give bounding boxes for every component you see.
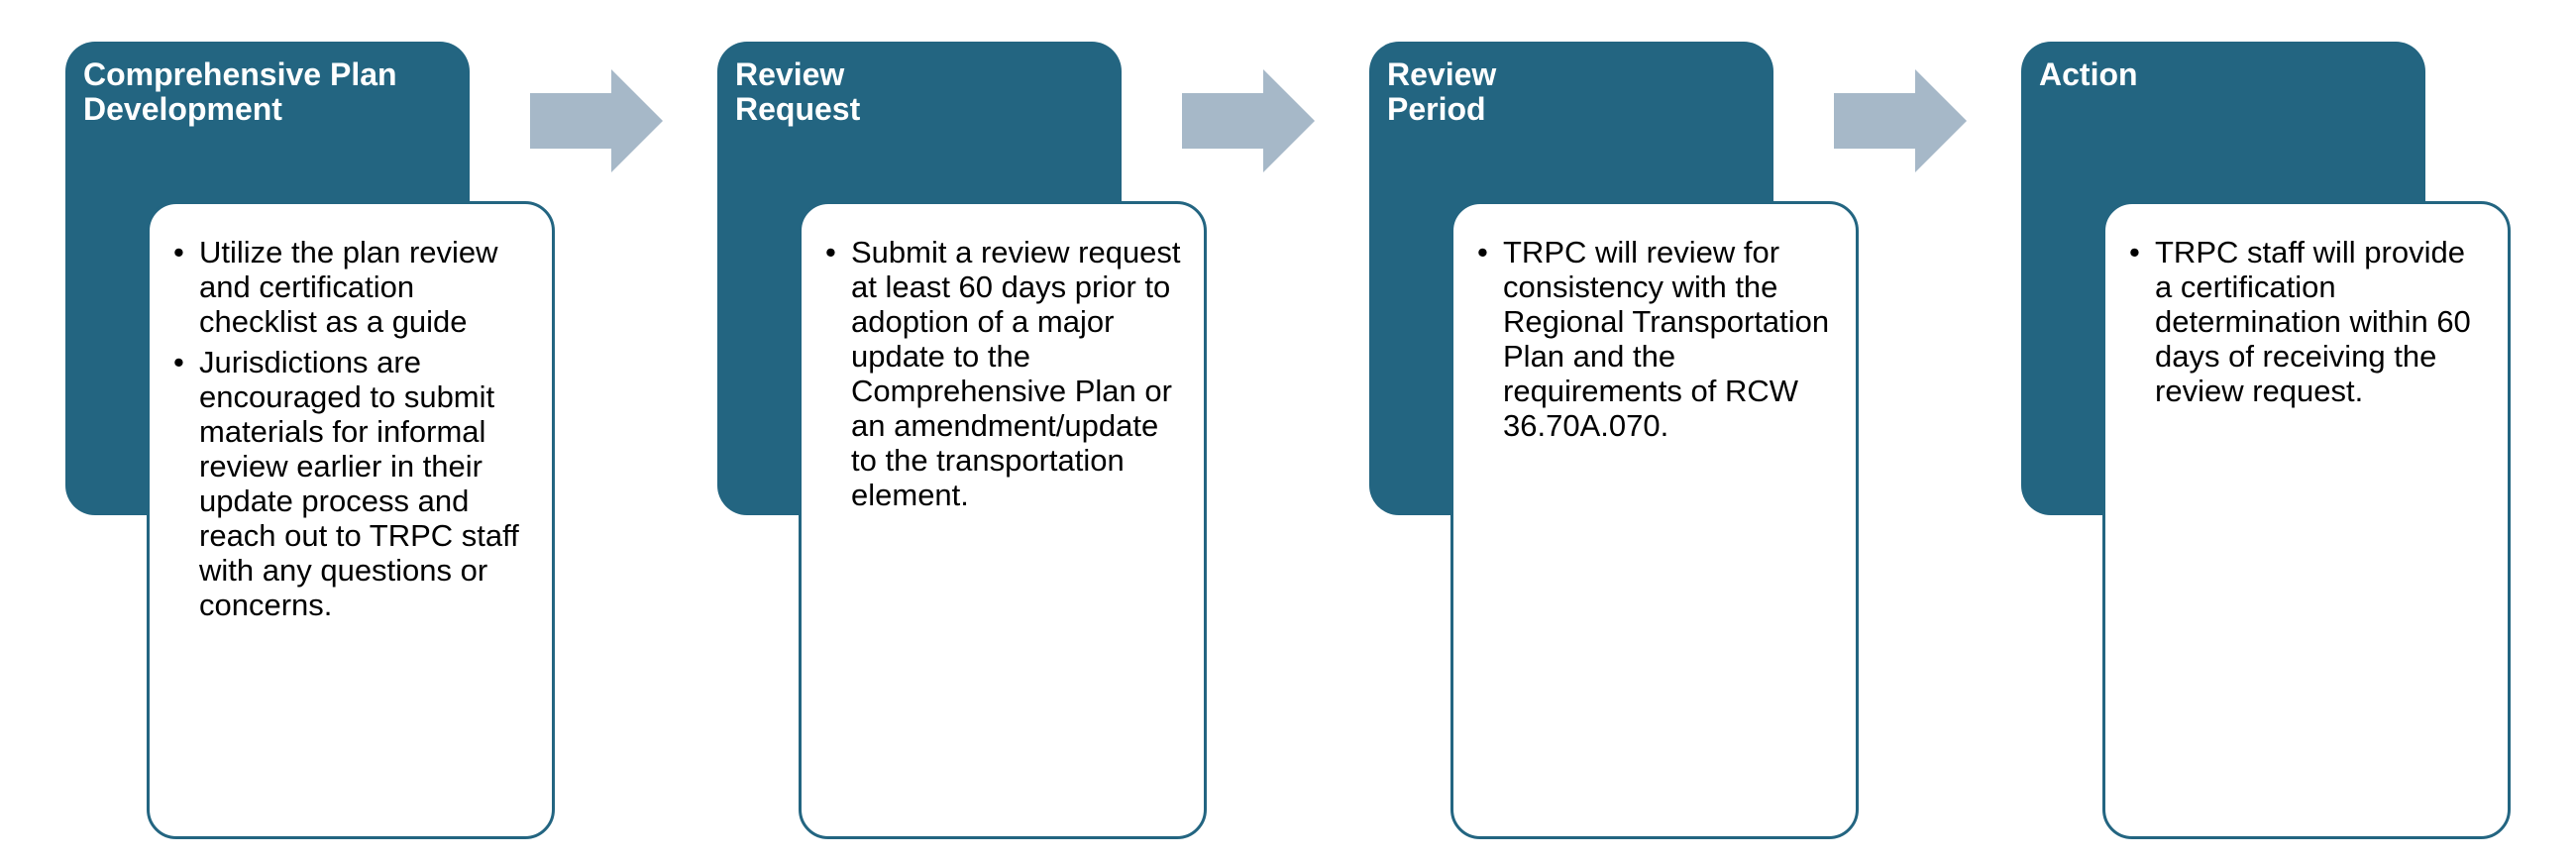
arrow-right-icon (530, 69, 663, 172)
arrow-right-icon (1834, 69, 1967, 172)
step-card: TRPC will review for consistency with th… (1450, 201, 1859, 839)
bullet-item: Submit a review request at least 60 days… (823, 235, 1182, 512)
bullet-item: Utilize the plan review and certificatio… (171, 235, 530, 339)
bullet-list: Submit a review request at least 60 days… (823, 235, 1182, 512)
step-title: Comprehensive Plan Development (83, 56, 397, 127)
arrow-right-icon (1182, 69, 1315, 172)
step-title: Review Period (1387, 56, 1497, 127)
bullet-item: Jurisdictions are encouraged to submit m… (171, 345, 530, 622)
bullet-item: TRPC staff will provide a certification … (2127, 235, 2486, 408)
bullet-list: TRPC staff will provide a certification … (2127, 235, 2486, 408)
bullet-list: Utilize the plan review and certificatio… (171, 235, 530, 622)
bullet-item: TRPC will review for consistency with th… (1475, 235, 1834, 443)
step-title: Review Request (735, 56, 861, 127)
step-card: Submit a review request at least 60 days… (799, 201, 1207, 839)
step-comprehensive-plan-development: Comprehensive Plan Development Utilize t… (0, 0, 822, 861)
step-action: Action TRPC staff will provide a certifi… (1956, 0, 2576, 861)
step-card: TRPC staff will provide a certification … (2102, 201, 2511, 839)
bullet-list: TRPC will review for consistency with th… (1475, 235, 1834, 443)
step-title: Action (2039, 56, 2138, 92)
step-card: Utilize the plan review and certificatio… (147, 201, 555, 839)
step-review-request: Review Request Submit a review request a… (652, 0, 1474, 861)
step-review-period: Review Period TRPC will review for consi… (1304, 0, 2126, 861)
